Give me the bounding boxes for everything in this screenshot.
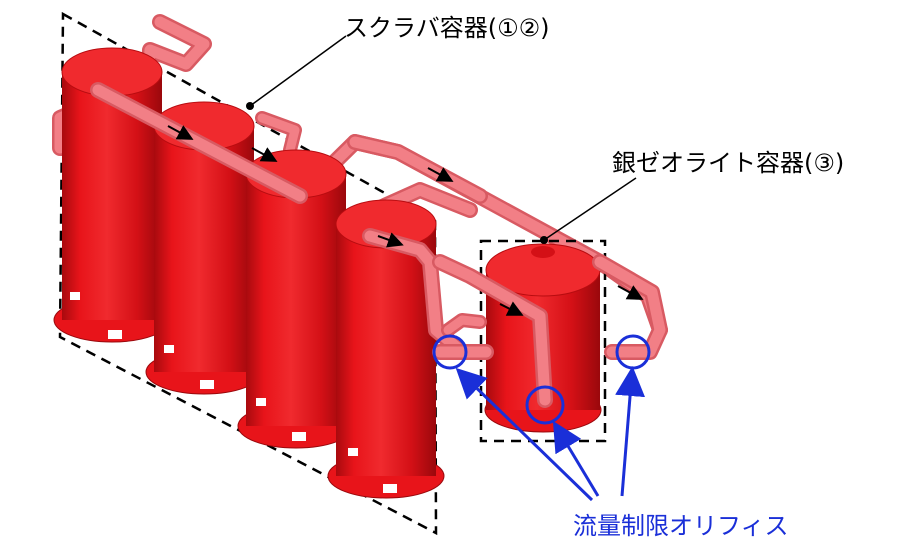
flow-arrow-icon — [167, 125, 644, 316]
scrubber-vessel-icon — [327, 199, 445, 499]
scrubber-vessels-label: スクラバ容器(①②) — [344, 14, 550, 42]
orifice-callout-arrows — [455, 366, 646, 502]
silver-zeolite-callout-line — [540, 177, 637, 244]
scrubber-callout-line — [246, 35, 347, 110]
silver-zeolite-vessel-label: 銀ゼオライト容器(③) — [612, 149, 845, 177]
flow-limiting-orifice-label: 流量制限オリフィス — [573, 512, 789, 540]
scrubber-vessel-icon — [145, 101, 263, 395]
silver-zeolite-group-outline — [479, 239, 607, 443]
pipe-network-outlet — [432, 254, 668, 408]
scrubber-group-outline — [58, 11, 438, 536]
